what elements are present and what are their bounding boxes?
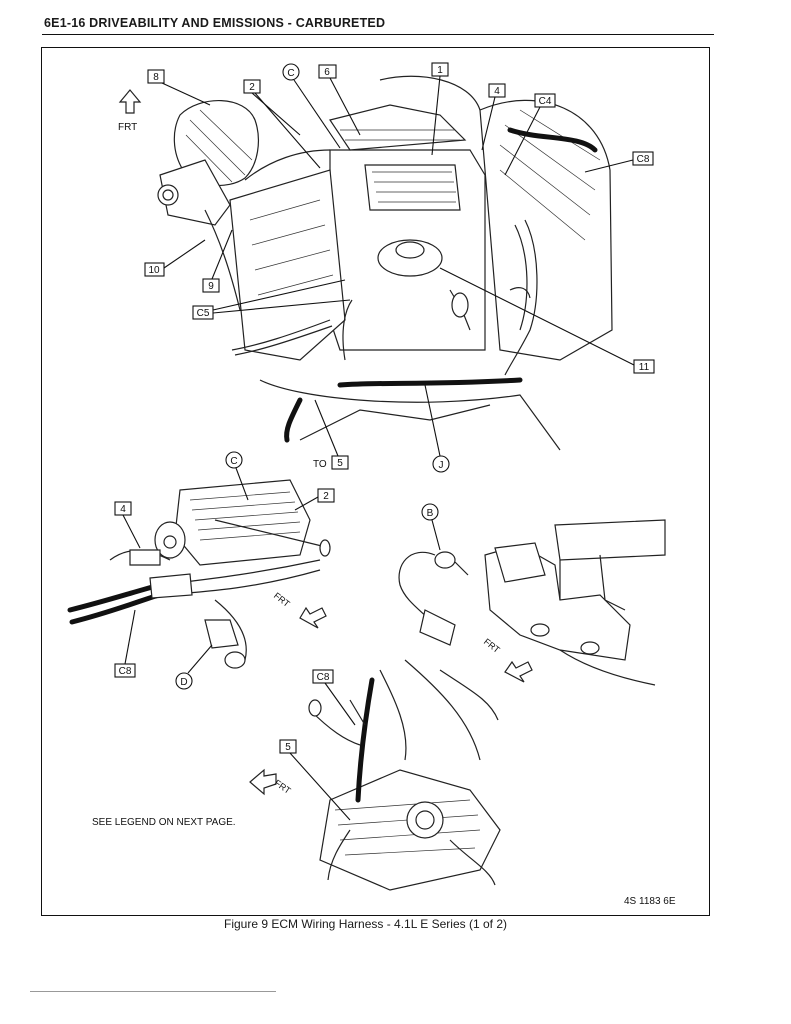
callout-c4: C4 [539,96,552,107]
callout-d: D [180,677,187,688]
frt-label-detail-right: FRT [482,636,502,655]
footer-rule [30,991,276,992]
callout-9: 9 [208,281,214,292]
frt-arrow-detail-right-icon [504,660,533,683]
callout-8: 8 [153,72,159,83]
callout-c5: C5 [197,308,210,319]
page-header: 6E1-16 DRIVEABILITY AND EMISSIONS - CARB… [44,16,386,30]
figure-frame [41,47,710,916]
callout-10: 10 [148,265,160,276]
intake-manifold-left [229,169,346,361]
callout-c8-main: C8 [637,154,650,165]
main-view-callouts: FRT 8 2 C 6 1 4 C4 C8 10 9 C5 [118,62,655,473]
valve-cover-right [479,99,613,361]
callout-5-main: 5 [337,458,343,469]
callout-2-detail: 2 [323,491,329,502]
callout-6: 6 [324,67,330,78]
callout-c-detail: C [230,456,237,467]
throttle-body [159,159,231,226]
figure-caption: Figure 9 ECM Wiring Harness - 4.1L E Ser… [224,917,507,931]
callout-11: 11 [639,362,650,373]
callout-4-detail: 4 [120,504,126,515]
frt-label-detail-bottom: FRT [273,778,293,796]
detail-right-view [398,519,666,686]
callout-5-bottom: 5 [285,742,291,753]
callout-c8-bottom: C8 [317,672,330,683]
sensor-b [434,551,456,569]
detail-bottom-view [308,659,501,891]
callout-j: J [439,460,444,471]
callout-c: C [287,68,294,79]
frt-label-detail-left: FRT [272,590,292,609]
frt-arrow-icon [118,89,142,114]
main-harness [507,127,598,153]
callout-to: TO [313,459,327,470]
callout-2: 2 [249,82,255,93]
frt-arrow-detail-left-icon [299,606,327,629]
callout-b: B [427,508,434,519]
callout-4: 4 [494,86,500,97]
main-engine-view [157,75,613,451]
callout-c8-detail: C8 [119,666,132,677]
callout-1: 1 [437,65,443,76]
drawing-number: 4S 1183 6E [624,896,676,907]
legend-note: SEE LEGEND ON NEXT PAGE. [92,817,236,828]
frt-arrow-detail-bottom-icon [249,768,277,796]
header-rule [42,34,714,35]
detail-left-view [67,479,331,669]
frt-label: FRT [118,122,137,133]
